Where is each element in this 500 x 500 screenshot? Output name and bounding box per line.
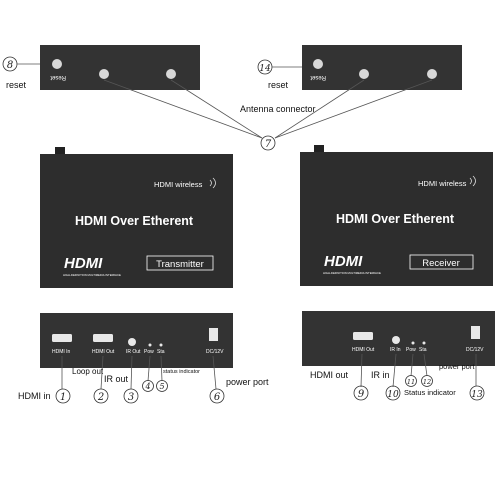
tx-reset-label: Reset [50,74,66,80]
rx-antenna-stub-icon [314,145,324,153]
antenna-connector-label: Antenna connector [240,104,316,114]
rx-ir-in-caption: IR in [371,370,390,380]
callout-number-2: 2 [97,392,104,403]
callout-number-11: 11 [407,378,415,386]
rx-hdmi-out-port-icon [353,332,373,340]
rx-hdmi-logo: HDMI [324,253,363,270]
rx-wireless-label: HDMI wireless [418,179,467,188]
antenna-leader-lines [103,79,433,139]
tx-device-body [40,154,233,288]
callout-number-1: 1 [60,392,66,403]
rx-status-indicator-caption: Status indicator [404,388,456,397]
tx-reset-button-icon [52,59,62,69]
tx-loop-out-caption: Loop out [72,367,104,376]
rx-dc-label: DC/12V [466,347,484,353]
rx-sta-label: Sta [419,347,427,353]
rx-pow-led-icon [411,341,415,345]
rx-ir-in-jack-icon [392,336,400,344]
tx-hdmi-in-caption: HDMI in [18,391,51,401]
rx-ir-in-label: IR In [390,347,401,353]
tx-back-leader-lines [61,355,217,390]
tx-power-port-caption: power port [226,377,269,387]
tx-antenna-stub-icon [55,147,65,155]
tx-sta-led-icon [159,343,163,347]
callout-number-3: 3 [128,392,134,403]
callout-number-12: 12 [423,378,431,386]
callout-number-5: 5 [159,382,164,391]
callout-number-8: 8 [7,60,13,71]
rx-power-port-caption: power port [439,362,475,371]
callout-number-13: 13 [471,390,483,400]
tx-dc-label: DC/12V [206,349,224,355]
tx-antenna-port-2-icon [166,69,176,79]
rx-back-leader-lines [360,353,477,388]
callout-number-9: 9 [358,389,365,400]
rx-badge-frame [409,254,474,270]
transmitter-device: HDMI wireless HDMI Over Etherent HDMI HI… [40,147,233,288]
rx-reset-label: Reset [310,74,326,80]
rx-antenna-port-1-icon [359,69,369,79]
callout-number-7: 7 [265,139,272,150]
tx-wireless-label: HDMI wireless [154,180,203,189]
receiver-device: HDMI wireless HDMI Over Etherent HDMI HI… [300,145,493,286]
rx-back-panel: HDMI Out IR In Pow Sta DC/12V [302,311,495,366]
tx-ir-out-caption: IR out [104,374,129,384]
tx-pow-label: Pow [144,349,154,355]
rx-antenna-port-2-icon [427,69,437,79]
tx-sta-label: Sta [157,349,165,355]
tx-wifi-icon [209,177,216,189]
rx-title: HDMI Over Etherent [336,212,455,226]
callout-number-14: 14 [259,64,271,74]
tx-antenna-port-1-icon [99,69,109,79]
rx-badge: Receiver [422,258,460,269]
tx-back-panel: HDMI In HDMI Out IR Out Pow Sta DC/12V [40,313,233,368]
rx-device-body [300,152,493,286]
rx-pow-label: Pow [406,347,416,353]
rx-reset-caption: reset [268,80,289,90]
callout-number-10: 10 [387,390,399,400]
tx-ir-out-jack-icon [128,338,136,346]
tx-callout-numbers: 1 2 3 4 5 6 [55,380,225,404]
tx-hdmi-out-label: HDMI Out [92,349,115,355]
callout-circle-7 [260,135,276,151]
tx-title: HDMI Over Etherent [75,214,194,228]
callout-number-6: 6 [214,392,221,403]
callout-number-4: 4 [144,382,150,391]
tx-badge: Transmitter [156,259,204,270]
tx-top-panel: Reset [40,45,200,90]
rx-callout-numbers: 9 10 11 12 13 [353,375,485,401]
tx-status-indicator-caption: status indicator [163,369,200,375]
tx-hdmi-in-port-icon [52,334,72,342]
tx-badge-frame [146,255,214,271]
tx-hdmi-out-port-icon [93,334,113,342]
rx-sta-led-icon [422,341,426,345]
rx-dc-port-icon [471,326,480,339]
rx-top-panel: Reset [302,45,462,90]
tx-hdmi-in-label: HDMI In [52,349,71,355]
tx-hdmi-logo: HDMI [64,255,103,272]
tx-reset-caption: reset [6,80,27,90]
rx-side-panel-body [302,45,462,90]
tx-side-panel-body [40,45,200,90]
tx-back-panel-body [40,313,233,368]
rx-reset-button-icon [313,59,323,69]
tx-pow-led-icon [148,343,152,347]
rx-hdmi-logo-sub: HIGH-DEFINITION MULTIMEDIA INTERFACE [323,271,381,275]
tx-ir-out-label: IR Out [126,349,141,355]
tx-dc-port-icon [209,328,218,341]
rx-hdmi-out-label: HDMI Out [352,347,375,353]
tx-hdmi-logo-sub: HIGH-DEFINITION MULTIMEDIA INTERFACE [63,273,121,277]
rx-wifi-icon [469,175,476,187]
rx-hdmi-out-caption: HDMI out [310,370,349,380]
